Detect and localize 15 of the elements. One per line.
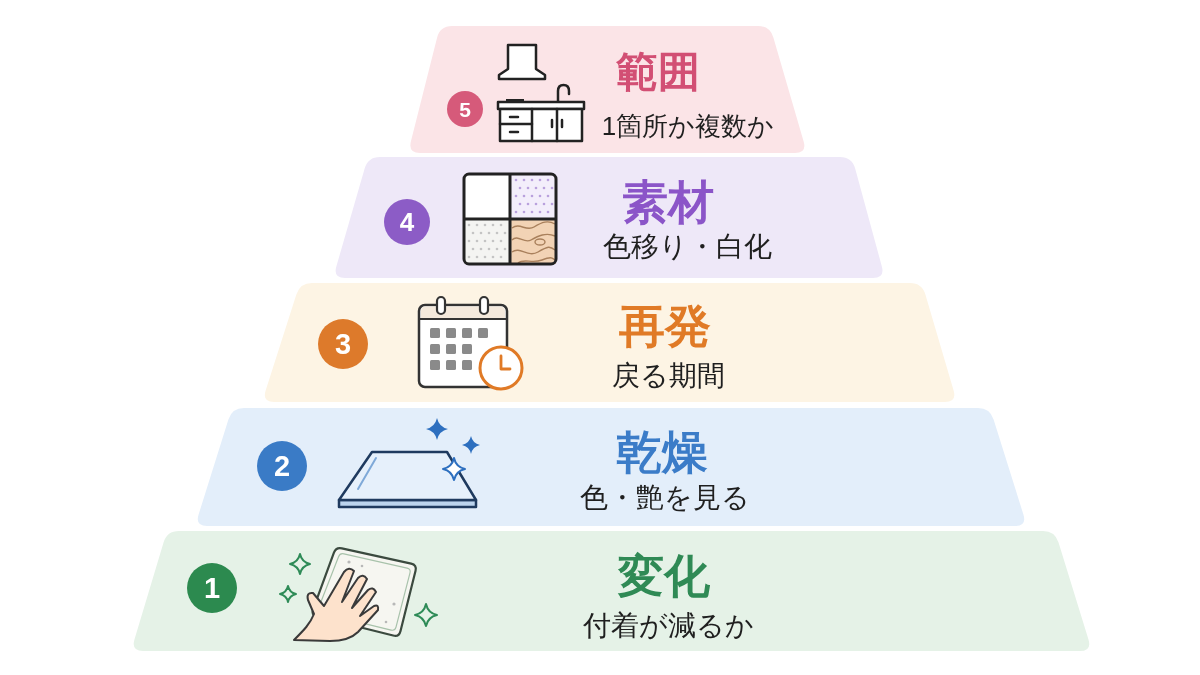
tier-subtitle: 1箇所か複数か — [601, 113, 775, 139]
pyramid-tier — [195, 408, 1027, 526]
tier-heading: 範囲 — [616, 51, 700, 93]
tier-heading: 素材 — [622, 179, 714, 225]
tier-heading: 乾燥 — [616, 429, 708, 475]
tier-heading: 変化 — [618, 553, 710, 599]
pyramid-tier — [408, 26, 807, 153]
pyramid-tier — [333, 157, 885, 278]
pyramid-tier — [131, 531, 1092, 651]
tier-subtitle: 戻る期間 — [611, 362, 725, 390]
tier-heading: 再発 — [619, 303, 711, 349]
tier-subtitle: 付着が減るか — [582, 612, 754, 640]
tier-subtitle: 色・艶を見る — [580, 484, 750, 512]
tier-subtitle: 色移り・白化 — [602, 233, 772, 261]
pyramid-tier — [262, 283, 957, 402]
